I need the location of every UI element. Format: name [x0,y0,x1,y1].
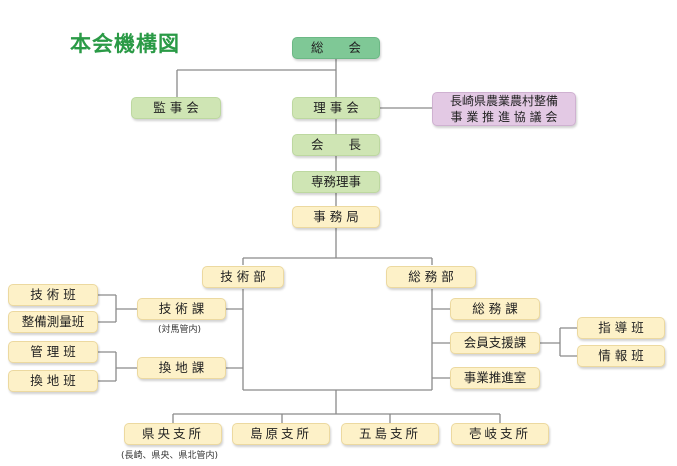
shimabara-branch-label: 島原支所 [249,425,312,441]
management-team-box: 管 理 班 [8,341,98,363]
council-box: 長崎県農業農村整備 事 業 推 進 協 議 会 [432,92,576,126]
survey-team-box: 整備測量班 [8,311,98,333]
guidance-team-label: 指 導 班 [598,319,644,335]
information-team-box: 情 報 班 [577,345,665,367]
general-affairs-section-label: 総 務 課 [472,300,518,316]
survey-team-label: 整備測量班 [21,313,85,329]
technical-department-box: 技 術 部 [202,266,284,288]
secretariat-label: 事 務 局 [313,208,359,224]
secretariat-box: 事 務 局 [292,206,380,228]
managing-director-box: 専務理事 [292,171,380,193]
technical-team-label: 技 術 班 [30,286,76,302]
goto-branch-box: 五島支所 [341,423,439,445]
member-support-section-box: 会員支援課 [450,332,540,354]
technical-section-box: 技 術 課 [137,298,226,320]
iki-branch-box: 壱岐支所 [451,423,549,445]
kenou-branch-label: 県央支所 [141,425,204,441]
guidance-team-box: 指 導 班 [577,317,665,339]
technical-section-label: 技 術 課 [158,300,205,316]
auditors-box: 監 事 会 [131,97,221,119]
technical-department-label: 技 術 部 [220,268,266,284]
general-affairs-department-label: 総 務 部 [408,268,454,284]
land-team-box: 換 地 班 [8,370,98,392]
president-label: 会 長 [310,136,361,152]
technical-section-note: (対馬管内) [158,325,202,335]
shimabara-branch-box: 島原支所 [232,423,330,445]
project-promotion-office-box: 事業推進室 [450,367,540,389]
board-box: 理 事 会 [292,97,380,119]
member-support-section-label: 会員支援課 [463,334,527,350]
council-label-line2: 事 業 推 進 協 議 会 [450,110,558,124]
land-team-label: 換 地 班 [30,372,76,388]
kenou-branch-box: 県央支所 [124,423,222,445]
board-label: 理 事 会 [313,99,359,115]
kenou-branch-note: (長崎、県央、県北管内) [121,451,219,461]
management-team-label: 管 理 班 [30,343,76,359]
general-affairs-department-box: 総 務 部 [386,266,476,288]
general-meeting-label: 総 会 [310,39,361,55]
land-section-box: 換 地 課 [137,357,226,379]
general-meeting-box: 総 会 [292,37,380,59]
president-box: 会 長 [292,134,380,156]
project-promotion-office-label: 事業推進室 [463,369,527,385]
council-label-line1: 長崎県農業農村整備 [449,93,558,108]
land-section-label: 換 地 課 [158,359,205,375]
goto-branch-label: 五島支所 [358,425,421,441]
iki-branch-label: 壱岐支所 [468,425,531,441]
information-team-label: 情 報 班 [598,347,644,363]
diagram-title: 本会機構図 [70,32,180,56]
managing-director-label: 専務理事 [310,173,361,189]
general-affairs-section-box: 総 務 課 [450,298,540,320]
technical-team-box: 技 術 班 [8,284,98,306]
auditors-label: 監 事 会 [153,99,199,115]
